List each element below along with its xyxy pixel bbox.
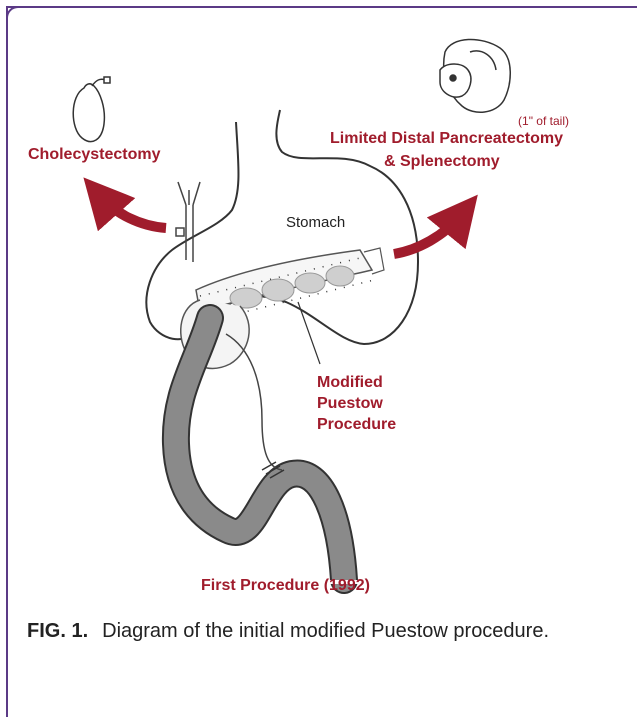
procedure-title: First Procedure (1992) <box>201 577 370 594</box>
stomach-label: Stomach <box>286 214 345 231</box>
gallbladder-icon <box>73 77 110 142</box>
left-arrow <box>100 196 166 228</box>
puestow-label-line2: Puestow <box>317 395 383 412</box>
caption-text: Diagram of the initial modified Puestow … <box>102 620 549 642</box>
pancreatectomy-label: Limited Distal Pancreatectomy <box>330 130 563 147</box>
cholecystectomy-label: Cholecystectomy <box>28 146 161 163</box>
splenectomy-label: & Splenectomy <box>384 153 500 170</box>
tail-note-label: (1" of tail) <box>518 114 569 128</box>
figure-caption: FIG. 1. Diagram of the initial modified P… <box>27 616 627 647</box>
figure-number: FIG. 1. <box>27 620 88 642</box>
puestow-label-line3: Procedure <box>317 416 396 433</box>
spleen-icon <box>440 39 510 112</box>
puestow-label-line1: Modified <box>317 374 383 391</box>
